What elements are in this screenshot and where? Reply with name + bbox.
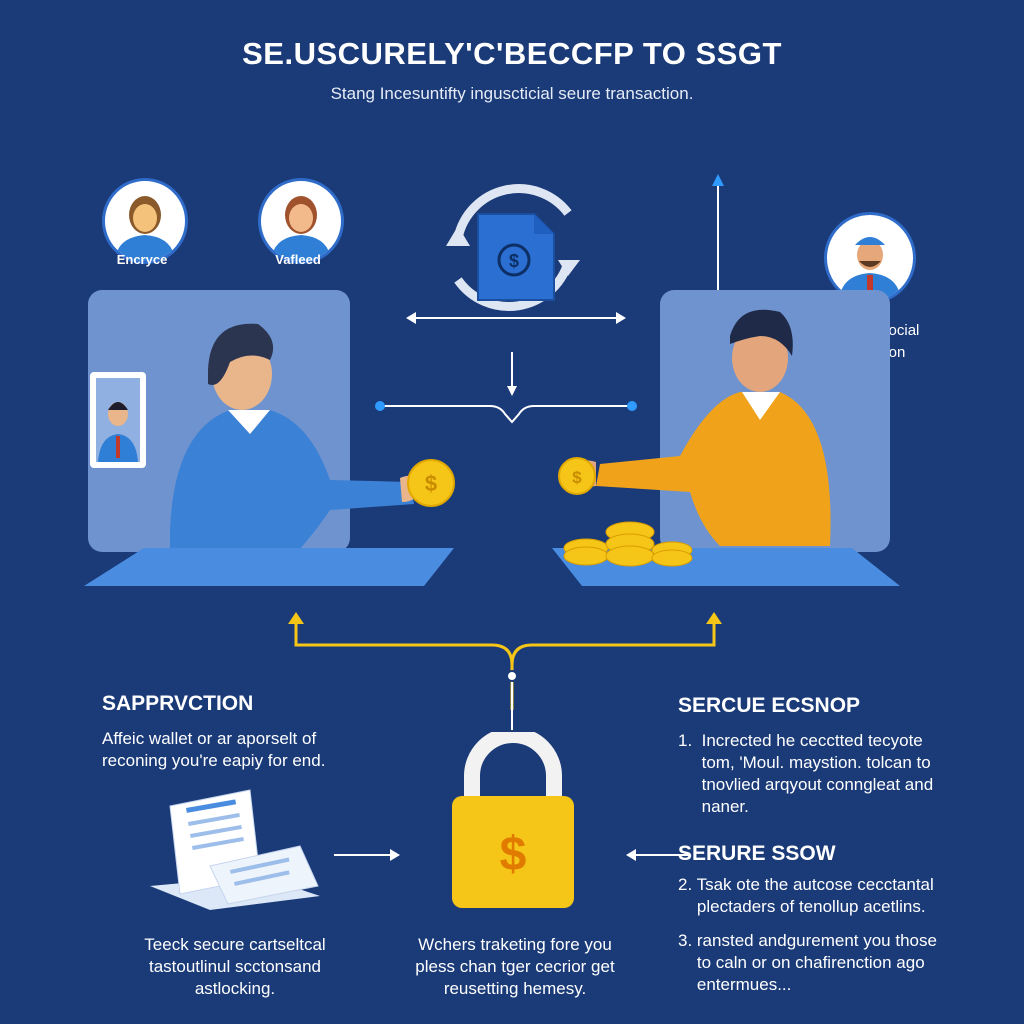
left-section-caption: Teeck secure cartseltcal tastoutlinul sc… <box>144 935 326 998</box>
avatar-label-vafleed: Vafleed <box>275 252 321 267</box>
left-desk <box>84 548 454 586</box>
refresh-cycle-icon <box>418 168 608 333</box>
coin-stack-icon <box>563 521 693 567</box>
page-subtitle: Stang Incesuntifty inguscticial seure tr… <box>330 84 694 103</box>
right-section-heading-1: SERCUE ECSNOP <box>678 694 861 717</box>
page-title: SE.USCURELY'C'BECCFP TO SSGT <box>242 36 782 71</box>
right-section-item-1: 1. Incrected he cecctted tecyote tom, 'M… <box>678 731 934 816</box>
dollar-coin-icon: $ <box>557 456 597 501</box>
avatar-vafleed <box>258 178 344 264</box>
dollar-document-icon: $ <box>476 212 556 307</box>
right-section-item-3: 3. ransted andgurement you those to caln… <box>678 931 937 994</box>
profile-card <box>90 372 146 468</box>
right-section-heading-2: SERURE SSOW <box>678 842 836 865</box>
person-icon <box>96 378 140 462</box>
avatar-label-encryce: Encryce <box>116 252 168 267</box>
left-section-text: Affeic wallet or ar aporselt of reconing… <box>102 729 326 770</box>
right-section-item-2: 2. Tsak ote the autcose cecctantal plect… <box>678 875 934 916</box>
padlock-dollar-icon: $ <box>448 727 578 917</box>
left-person-illustration <box>170 323 420 570</box>
avatar-encryce <box>102 178 188 264</box>
left-section-heading: SAPPRVCTION <box>102 692 254 715</box>
person-icon <box>839 237 901 301</box>
svg-text:$: $ <box>500 828 527 881</box>
dollar-coin-icon: $ <box>406 458 456 513</box>
person-icon <box>271 196 331 261</box>
person-icon <box>115 196 175 261</box>
report-papers-icon <box>140 786 330 921</box>
svg-text:$: $ <box>509 251 519 271</box>
svg-text:$: $ <box>572 468 582 487</box>
svg-text:$: $ <box>425 471 437 496</box>
center-section-caption: Wchers traketing fore you pless chan tge… <box>415 935 615 998</box>
